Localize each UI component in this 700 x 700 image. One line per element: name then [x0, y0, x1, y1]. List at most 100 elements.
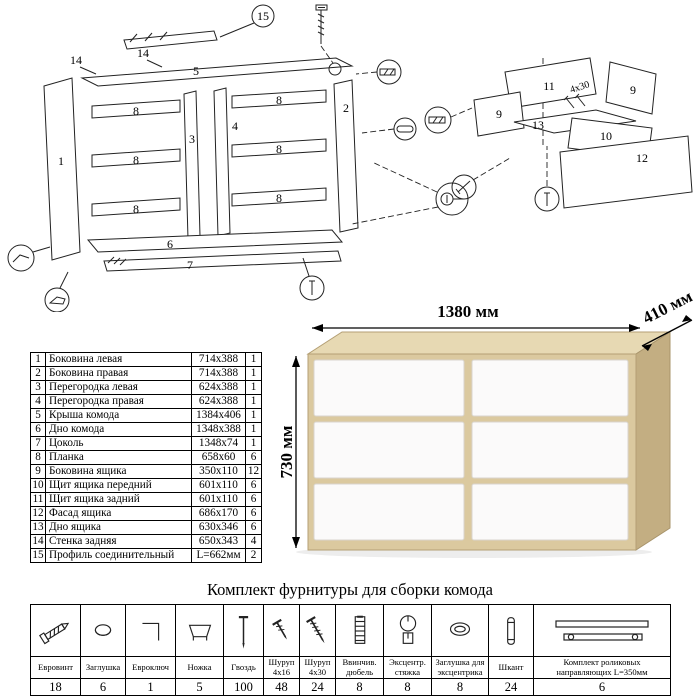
hardware-name: Заглушка: [80, 655, 126, 680]
part-name: Стенка задняя: [45, 534, 192, 549]
callout-label: 15: [257, 9, 269, 23]
part-name: Боковина левая: [45, 352, 192, 367]
callout-label: 12: [636, 151, 648, 165]
part-drawer-side-right: [605, 61, 657, 115]
hardware-name: Шкант: [488, 655, 534, 680]
callout-label: 3: [189, 132, 195, 146]
callout-label: 2: [343, 101, 349, 115]
dresser-render: 1380 мм 410 мм 730 мм: [277, 290, 696, 558]
part-size: 624x388: [191, 380, 246, 395]
corner-fastener-icon: [44, 271, 70, 312]
callout-label: 8: [133, 202, 139, 216]
hardware-qty: 1: [125, 678, 176, 697]
part-size: 686x170: [191, 506, 246, 521]
hardware-table: Евровинт Заглушка Евроключ Ножка Гвоздь …: [30, 604, 671, 697]
part-qty: 4: [245, 534, 262, 549]
part-name: Цоколь: [45, 436, 192, 451]
part-partition-right: [213, 87, 231, 237]
callout-label: 8: [133, 104, 139, 118]
part-slat: [91, 148, 181, 168]
cam-cap-icon: [449, 621, 471, 636]
exploded-assembly-diagram: 15 14 14 5 1 8 3 4 8 8 8 8 8 2 6 7 11 4x…: [7, 4, 693, 312]
part-number: 5: [30, 408, 46, 423]
part-size: 1348x388: [191, 422, 246, 437]
part-number: 2: [30, 366, 46, 381]
callout-label: 1: [58, 154, 64, 168]
screw-4x16-icon: [272, 618, 287, 639]
hardware-qty: 6: [80, 678, 126, 697]
callout-label: 8: [276, 191, 282, 205]
part-size: 1348x74: [191, 436, 246, 451]
callout-label: 8: [133, 153, 139, 167]
part-qty: 2: [245, 548, 262, 563]
confirmat-screw-icon: [424, 106, 473, 134]
part-number: 12: [30, 506, 46, 521]
hardware-name: Евроключ: [125, 655, 176, 680]
part-name: Профиль соединительный: [45, 548, 192, 563]
callout-label: 8: [276, 93, 282, 107]
hardware-qty: 24: [488, 678, 534, 697]
drawer-front: [313, 483, 465, 541]
part-qty: 1: [245, 380, 262, 395]
drawer-front: [471, 421, 629, 479]
part-number: 11: [30, 492, 46, 507]
part-qty: 6: [245, 520, 262, 535]
part-side-right: [333, 79, 359, 233]
cam-lock-icon: [399, 614, 416, 644]
part-plinth: [103, 250, 342, 272]
part-connecting-profile: [123, 30, 218, 50]
drawer-front: [313, 359, 465, 417]
carcass-assembly: [7, 4, 469, 312]
part-qty: 6: [245, 478, 262, 493]
part-name: Крыша комода: [45, 408, 192, 423]
screw-icon: [451, 157, 511, 200]
part-size: 650x343: [191, 534, 246, 549]
part-name: Боковина ящика: [45, 464, 192, 479]
bracket-icon: [7, 244, 51, 272]
callout-label: 9: [630, 83, 636, 97]
part-qty: 12: [245, 464, 262, 479]
hardware-name: Шуруп 4x30: [299, 655, 336, 680]
part-slat: [231, 187, 327, 207]
hardware-qty: 24: [299, 678, 336, 697]
hardware-name: Шуруп 4x16: [263, 655, 300, 680]
foot-icon: [188, 624, 211, 640]
part-qty: 1: [245, 436, 262, 451]
svg-text:730 мм: 730 мм: [277, 425, 296, 478]
part-qty: 6: [245, 450, 262, 465]
dresser-top: [306, 331, 672, 355]
part-size: 630x346: [191, 520, 246, 535]
callout-label: 14: [137, 46, 149, 60]
hardware-qty: 8: [383, 678, 432, 697]
hardware-qty: 8: [431, 678, 489, 697]
screw-4x30-icon: [306, 615, 325, 643]
part-drawer-side-left: [473, 91, 525, 137]
dimension-width: 1380 мм: [312, 302, 640, 332]
part-side-left: [43, 77, 81, 261]
callout-label: 10: [600, 129, 612, 143]
cam-lock-icon: [351, 161, 469, 225]
part-size: 350x110: [191, 464, 246, 479]
hardware-qty: 48: [263, 678, 300, 697]
part-partition-left: [183, 90, 201, 240]
drawer-assembly: [424, 57, 693, 212]
confirmat-screw-icon: [355, 59, 402, 85]
hex-key-icon: [141, 622, 159, 640]
hardware-qty: 6: [533, 678, 671, 697]
callout-label: 4: [232, 119, 238, 133]
hardware-name: Ножка: [175, 655, 224, 680]
part-size: 601x110: [191, 478, 246, 493]
part-qty: 1: [245, 366, 262, 381]
hardware-name: Евровинт: [30, 655, 81, 680]
hardware-name: Ввинчив. дюбель: [335, 655, 384, 680]
part-number: 4: [30, 394, 46, 409]
